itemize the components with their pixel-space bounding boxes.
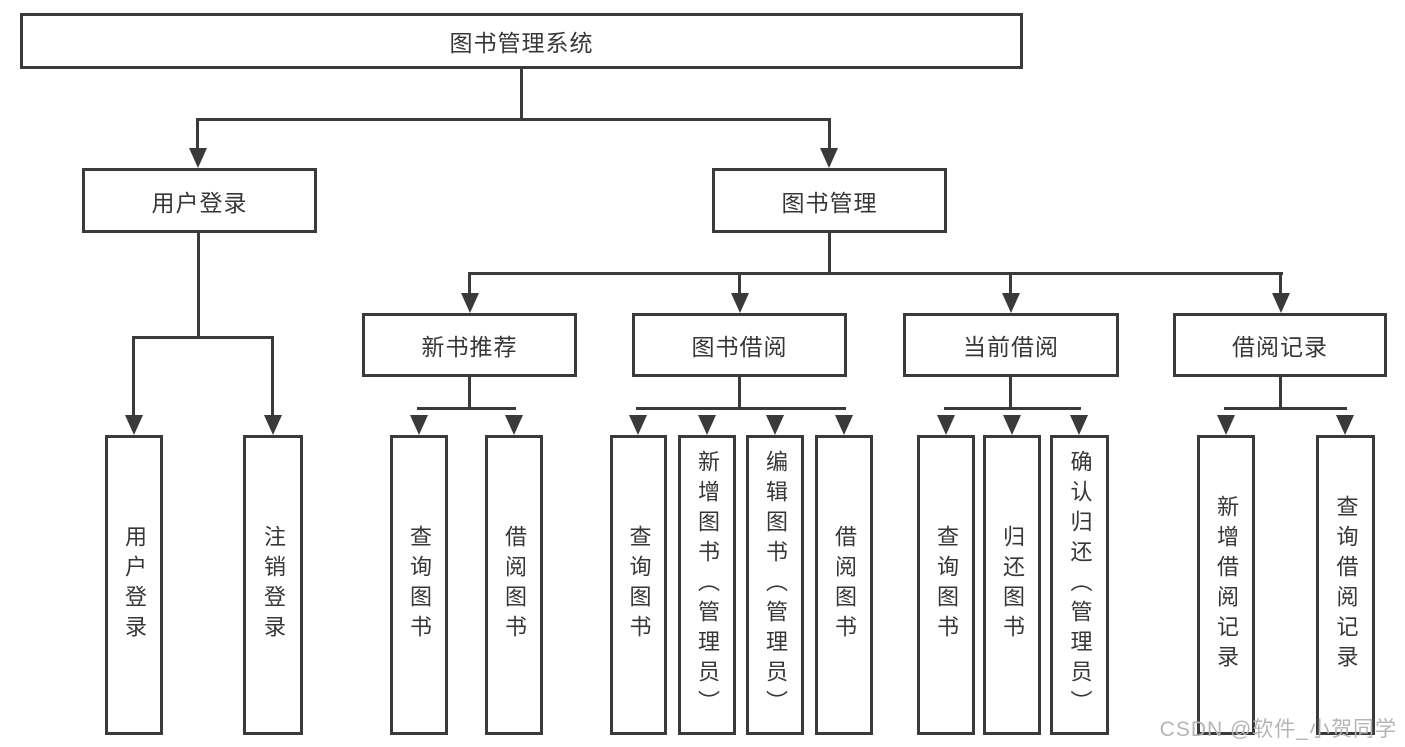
leaf-label: 确认归还（管理员） — [1067, 450, 1093, 720]
leaf-label: 查询借阅记录 — [1333, 495, 1359, 675]
connector-line — [828, 233, 831, 272]
arrow-down-icon — [125, 415, 143, 435]
node-book-borrowing: 图书借阅 — [632, 313, 847, 377]
connector-line — [197, 233, 200, 336]
root-label: 图书管理系统 — [449, 30, 594, 56]
leaf-label: 注销登录 — [261, 525, 286, 645]
connector-line — [271, 336, 274, 417]
leaf-label: 归还图书 — [1000, 525, 1025, 645]
node-borrowing-records: 借阅记录 — [1173, 313, 1387, 377]
connector-line — [738, 272, 741, 295]
arrow-down-icon — [264, 415, 282, 435]
leaf-user-login: 用户登录 — [105, 435, 163, 735]
connector-line — [1224, 407, 1347, 410]
node-label: 新书推荐 — [421, 334, 518, 360]
node-label: 用户登录 — [151, 189, 248, 216]
arrow-down-icon — [505, 415, 523, 435]
connector-line — [417, 407, 516, 410]
leaf-confirm-return-admin: 确认归还（管理员） — [1050, 435, 1109, 735]
arrow-down-icon — [1003, 415, 1021, 435]
leaf-borrow-books-borrowing: 借阅图书 — [815, 435, 873, 735]
arrow-down-icon — [1272, 293, 1290, 313]
leaf-label: 借阅图书 — [832, 525, 857, 645]
connector-line — [1279, 272, 1282, 295]
arrow-down-icon — [731, 293, 749, 313]
connector-line — [468, 377, 471, 410]
leaf-query-books-borrowing: 查询图书 — [610, 435, 667, 735]
arrow-down-icon — [1070, 415, 1088, 435]
node-label: 图书借阅 — [691, 334, 788, 360]
leaf-add-book-admin: 新增图书（管理员） — [678, 435, 736, 735]
leaf-label: 查询图书 — [934, 525, 959, 645]
arrow-down-icon — [835, 415, 853, 435]
arrow-down-icon — [1336, 415, 1354, 435]
leaf-logout: 注销登录 — [243, 435, 303, 735]
connector-line — [1279, 377, 1282, 410]
leaf-return-book: 归还图书 — [983, 435, 1041, 735]
node-label: 借阅记录 — [1232, 334, 1328, 360]
node-label: 图书管理 — [781, 189, 878, 216]
connector-line — [132, 336, 135, 417]
leaf-query-books-recommend: 查询图书 — [390, 435, 448, 735]
connector-line — [1009, 272, 1012, 295]
leaf-label: 查询图书 — [407, 525, 432, 645]
connector-line — [636, 407, 846, 410]
leaf-query-books-current: 查询图书 — [917, 435, 975, 735]
leaf-label: 新增图书（管理员） — [695, 450, 720, 720]
leaf-label: 用户登录 — [122, 525, 147, 645]
connector-line — [520, 69, 523, 118]
connector-line — [468, 272, 471, 295]
arrow-down-icon — [461, 293, 479, 313]
leaf-query-borrow-record: 查询借阅记录 — [1316, 435, 1375, 735]
connector-line — [828, 118, 831, 150]
arrow-down-icon — [410, 415, 428, 435]
connector-line — [468, 272, 1283, 275]
node-book-management: 图书管理 — [712, 168, 947, 233]
leaf-edit-book-admin: 编辑图书（管理员） — [746, 435, 804, 735]
arrow-down-icon — [629, 415, 647, 435]
arrow-down-icon — [698, 415, 716, 435]
connector-line — [1009, 377, 1012, 410]
arrow-down-icon — [766, 415, 784, 435]
connector-line — [132, 336, 274, 339]
arrow-down-icon — [189, 148, 207, 168]
leaf-label: 借阅图书 — [502, 525, 527, 645]
csdn-watermark: CSDN @软件_小贺同学 — [1159, 718, 1397, 741]
leaf-label: 查询图书 — [626, 525, 652, 645]
connector-line — [738, 377, 741, 410]
arrow-down-icon — [820, 148, 838, 168]
connector-line — [196, 118, 831, 121]
node-label: 当前借阅 — [963, 334, 1059, 360]
connector-line — [944, 407, 1081, 410]
leaf-label: 编辑图书（管理员） — [763, 450, 788, 720]
leaf-borrow-books-recommend: 借阅图书 — [485, 435, 543, 735]
leaf-add-borrow-record: 新增借阅记录 — [1197, 435, 1255, 735]
connector-line — [196, 118, 199, 150]
node-user-login: 用户登录 — [82, 168, 317, 233]
leaf-label: 新增借阅记录 — [1214, 495, 1239, 675]
node-current-borrowing: 当前借阅 — [903, 313, 1119, 377]
node-new-book-recommendation: 新书推荐 — [362, 313, 577, 377]
arrow-down-icon — [1002, 293, 1020, 313]
arrow-down-icon — [937, 415, 955, 435]
arrow-down-icon — [1217, 415, 1235, 435]
node-library-management-system: 图书管理系统 — [20, 13, 1023, 69]
